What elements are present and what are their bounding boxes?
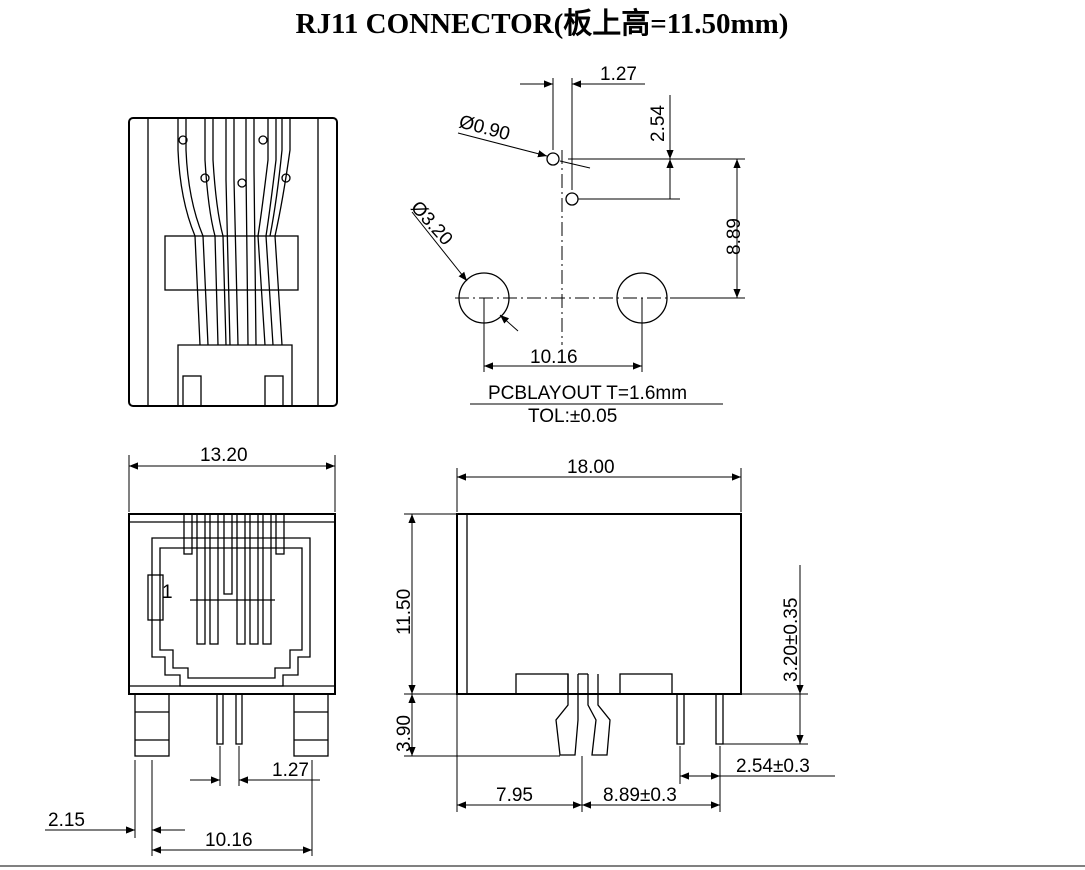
pin1-label: 1	[162, 582, 173, 603]
dim-2-54: 2.54	[648, 105, 669, 142]
dim-2-54-side: 2.54±0.3	[736, 756, 810, 777]
dim-1-27-front: 1.27	[272, 760, 309, 781]
pcb-note-tolerance: TOL:±0.05	[528, 406, 617, 427]
dim-13-20: 13.20	[200, 445, 248, 466]
dim-18-00: 18.00	[567, 457, 615, 478]
top-view	[128, 117, 338, 407]
dim-8-89: 8.89	[724, 218, 745, 255]
dim-dia-3-20: Ø3.20	[406, 197, 456, 250]
dim-3-20-overhang: 3.20±0.35	[781, 598, 802, 682]
dim-1-27-top: 1.27	[600, 64, 637, 85]
front-view: 13.20 1 1.27	[45, 445, 336, 856]
small-hole-1	[546, 152, 560, 166]
dim-10-16-front: 10.16	[205, 830, 253, 851]
side-view: 18.00 11.50 3.90 3.20±0.35	[394, 457, 835, 812]
drawing-title: RJ11 CONNECTOR(板上高=11.50mm)	[296, 7, 789, 40]
dim-8-89-side: 8.89±0.3	[603, 785, 677, 806]
pcb-note-thickness: PCBLAYOUT T=1.6mm	[488, 383, 687, 404]
small-hole-2	[565, 192, 579, 206]
dim-7-95: 7.95	[496, 785, 533, 806]
pcb-layout: 1.27 2.54 8.89 Ø0.90 Ø3.20 10.16 PCBLAYO…	[406, 64, 745, 427]
dim-11-50: 11.50	[394, 589, 415, 635]
dim-2-15: 2.15	[48, 810, 85, 831]
dim-3-90: 3.90	[394, 715, 415, 752]
dim-10-16-pcb: 10.16	[530, 347, 578, 368]
